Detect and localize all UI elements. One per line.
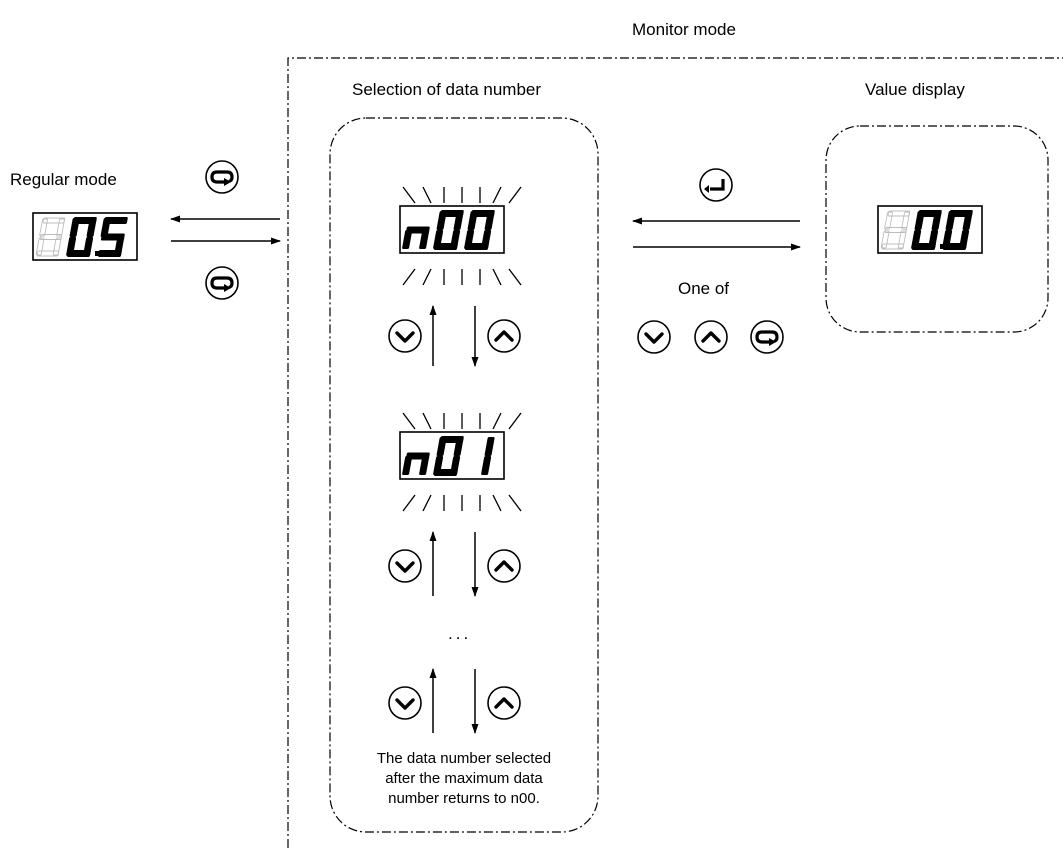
- regular-mode-display: [32, 212, 138, 261]
- selection-title: Selection of data number: [352, 80, 542, 99]
- one-of-label: One of: [678, 279, 730, 298]
- display-digit: [880, 210, 911, 250]
- navigation-pair: [387, 531, 522, 597]
- n01-display: [399, 431, 505, 480]
- note-line: The data number selected: [376, 750, 552, 767]
- chevron-up-icon[interactable]: [486, 318, 522, 354]
- display-digit: [464, 210, 495, 250]
- display-digit: [97, 217, 128, 257]
- value-display-region: [825, 125, 1049, 333]
- n00-display: [399, 205, 505, 254]
- chevron-down-icon[interactable]: [387, 318, 423, 354]
- display-digit: [402, 452, 430, 475]
- display-digit: [942, 210, 973, 250]
- value-display-title: Value display: [865, 80, 965, 99]
- enter-icon[interactable]: [698, 167, 734, 203]
- wraparound-note: The data number selected after the maxim…: [330, 749, 598, 809]
- note-line: number returns to n00.: [388, 790, 540, 807]
- ellipsis: ...: [448, 624, 472, 643]
- mode-cycle-icon[interactable]: [204, 265, 240, 301]
- monitor-mode-boundary: [287, 57, 1063, 848]
- navigation-pair: [387, 305, 522, 367]
- display-digit: [481, 437, 495, 475]
- chevron-down-icon[interactable]: [387, 548, 423, 584]
- decimal-point: [95, 251, 100, 256]
- chevron-down-icon[interactable]: [636, 319, 672, 355]
- display-digit: [35, 217, 66, 257]
- display-digit: [66, 217, 97, 257]
- value-display-panel: [877, 205, 983, 254]
- display-digit: [402, 226, 430, 249]
- chevron-up-icon[interactable]: [486, 548, 522, 584]
- display-digit: [433, 436, 464, 476]
- display-digit: [433, 210, 464, 250]
- display-digit: [911, 210, 942, 250]
- regular-mode-title: Regular mode: [10, 170, 117, 189]
- monitor-mode-title: Monitor mode: [632, 20, 736, 39]
- navigation-pair: [387, 668, 522, 734]
- chevron-down-icon[interactable]: [387, 685, 423, 721]
- chevron-up-icon[interactable]: [486, 685, 522, 721]
- mode-cycle-icon[interactable]: [204, 159, 240, 195]
- selection-region: [329, 117, 599, 833]
- chevron-up-icon[interactable]: [693, 319, 729, 355]
- mode-cycle-icon[interactable]: [749, 319, 785, 355]
- note-line: after the maximum data: [385, 770, 543, 787]
